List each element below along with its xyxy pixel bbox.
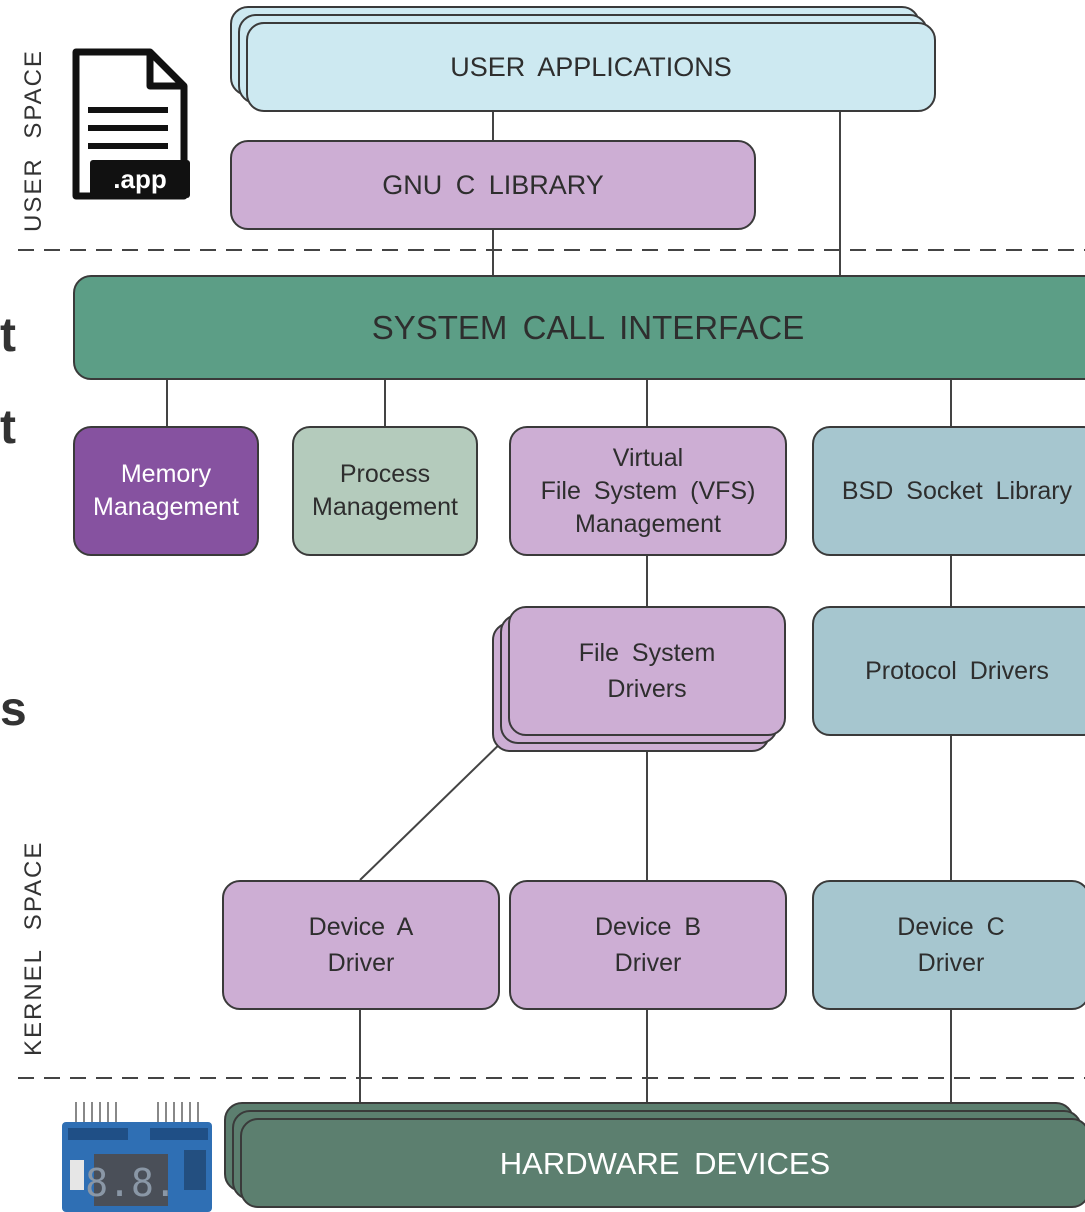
device-a-driver-box: Device A Driver xyxy=(222,880,500,1010)
device-b-driver-box: Device B Driver xyxy=(509,880,787,1010)
app-file-tag: .app xyxy=(90,160,190,198)
user-applications-box: USER APPLICATIONS xyxy=(246,22,936,112)
cut-text-2: t xyxy=(0,401,16,454)
process-management-box: Process Management xyxy=(292,426,478,556)
cut-text-3: s xyxy=(0,683,27,736)
user-space-label: USER SPACE xyxy=(20,49,47,232)
memory-management-box: Memory Management xyxy=(73,426,259,556)
file-system-drivers-box: File System Drivers xyxy=(508,606,786,736)
vfs-management-box: Virtual File System (VFS) Management xyxy=(509,426,787,556)
gnu-c-library-box: GNU C LIBRARY xyxy=(230,140,756,230)
board-display-text: 8.8. xyxy=(85,1161,177,1205)
bsd-socket-library-box: BSD Socket Library xyxy=(812,426,1085,556)
cut-text-1: t xyxy=(0,309,16,362)
device-c-driver-box: Device C Driver xyxy=(812,880,1085,1010)
kernel-space-label: KERNEL SPACE xyxy=(20,840,47,1056)
hardware-devices-box: HARDWARE DEVICES xyxy=(240,1118,1085,1208)
line-fsdrivers-to-deva xyxy=(359,735,509,881)
protocol-drivers-box: Protocol Drivers xyxy=(812,606,1085,736)
circuit-board-icon: 8.8. xyxy=(62,1102,212,1212)
system-call-interface-box: SYSTEM CALL INTERFACE xyxy=(73,275,1085,380)
